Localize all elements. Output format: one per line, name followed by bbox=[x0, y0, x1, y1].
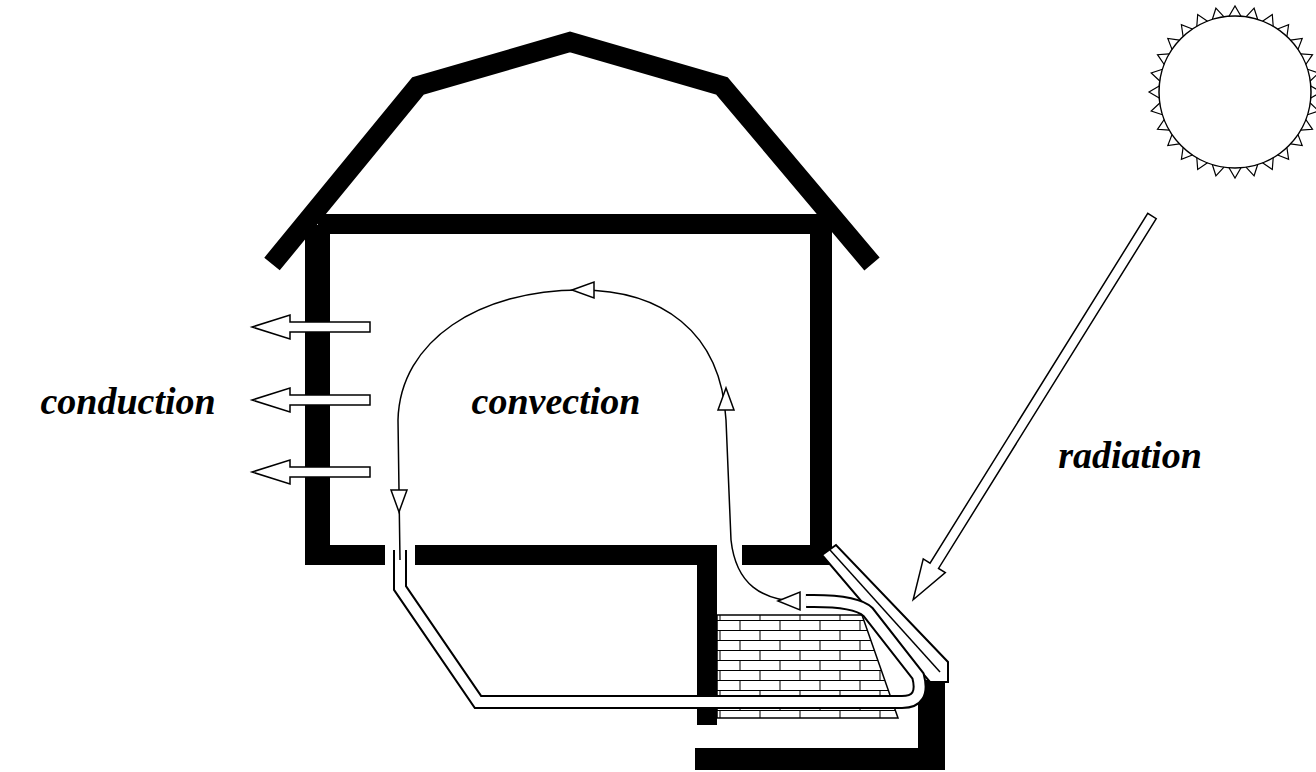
process-label: radiation bbox=[1058, 435, 1202, 477]
sun-ray bbox=[1263, 158, 1274, 170]
sun-ray bbox=[1181, 148, 1192, 160]
sun-ray bbox=[1168, 135, 1180, 146]
sun-ray bbox=[1291, 38, 1303, 49]
sun-ray bbox=[1278, 25, 1289, 37]
sun-ray bbox=[1301, 120, 1313, 131]
sun-ray bbox=[1229, 168, 1241, 178]
flow-arrowhead bbox=[718, 388, 734, 410]
sun-ray bbox=[1301, 54, 1313, 65]
sun-ray bbox=[1308, 69, 1316, 81]
sun-ray bbox=[1291, 135, 1303, 146]
sun-ray bbox=[1212, 165, 1224, 176]
sun-ray bbox=[1311, 86, 1316, 98]
sun-ray bbox=[1158, 120, 1170, 131]
sun-ray bbox=[1197, 158, 1208, 170]
floor bbox=[415, 545, 717, 565]
right-wall bbox=[810, 225, 832, 557]
sun-ray bbox=[1197, 15, 1208, 27]
sun-ray bbox=[1246, 8, 1258, 19]
conduction-arrows bbox=[252, 315, 370, 484]
sun-ray bbox=[1158, 54, 1170, 65]
sun-ray bbox=[1181, 25, 1192, 37]
sun-ray bbox=[1151, 69, 1162, 81]
process-label: convection bbox=[472, 381, 641, 423]
collector-base bbox=[695, 748, 945, 770]
process-label: conduction bbox=[40, 381, 215, 423]
sun-ray bbox=[1278, 148, 1289, 160]
roof bbox=[272, 42, 872, 264]
sun-ray bbox=[1229, 6, 1241, 16]
sun-ray bbox=[1263, 15, 1274, 27]
sun-ray bbox=[1149, 86, 1159, 98]
sun-ray bbox=[1308, 103, 1316, 115]
sun-ray bbox=[1246, 165, 1258, 176]
flow-arrowhead bbox=[778, 592, 800, 610]
flow-arrowhead bbox=[391, 490, 407, 512]
floor bbox=[742, 545, 832, 565]
convection-loop bbox=[398, 290, 800, 602]
radiation-arrow bbox=[902, 209, 1163, 606]
floor bbox=[305, 545, 385, 565]
sun-ray bbox=[1212, 8, 1224, 19]
sun-ray bbox=[1151, 103, 1162, 115]
flow-arrowhead bbox=[572, 282, 594, 298]
air-duct bbox=[400, 548, 920, 702]
air-duct bbox=[400, 550, 920, 702]
sun-ray bbox=[1168, 38, 1180, 49]
ceiling bbox=[318, 214, 830, 234]
sun bbox=[1149, 6, 1316, 178]
